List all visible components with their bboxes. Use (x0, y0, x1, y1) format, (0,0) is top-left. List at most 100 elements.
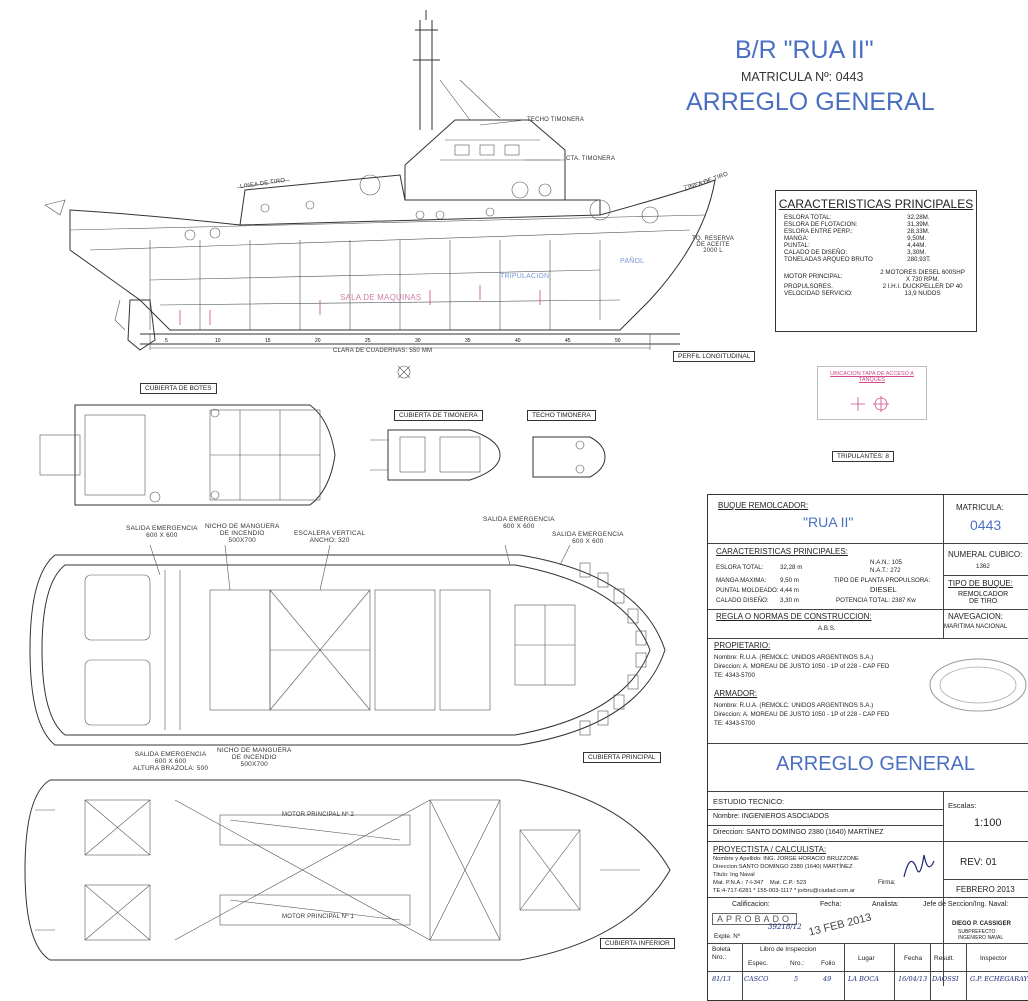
spec-row: MANGA:9,50M. (782, 235, 968, 242)
main-deck-plan (29, 545, 666, 746)
tb-nat: N.A.T.: 272 (870, 567, 901, 574)
drawing-title: ARREGLO GENERAL (686, 88, 935, 116)
spec-row: PROPULSORES. 2 I.H.I. DUCKPELLER DP 40 (782, 283, 968, 290)
spec-value: 13,9 NUDOS (904, 290, 941, 297)
registration-number: MATRICULA Nº: 0443 (741, 70, 864, 84)
tb-operator-label: ARMADOR: (714, 689, 758, 698)
tb-navigation: MARITIMA NACIONAL (944, 623, 1008, 630)
spec-row: PUNTAL:4,44M. (782, 242, 968, 249)
frame-number: 40 (515, 338, 521, 344)
tb-general-arrangement: ARREGLO GENERAL (776, 753, 975, 775)
tb-vessel-name: "RUA II" (803, 514, 854, 530)
tb-scales-label: Escalas: (948, 801, 977, 810)
tb-analyst-label: Analista: (872, 901, 899, 908)
tb-registration-label: MATRICULA: (956, 503, 1004, 512)
tb-approval-date-stamp: 13 FEB 2013 (807, 911, 873, 939)
lower-deck-plan (24, 779, 671, 961)
frame-spacing-label: CLARA DE CUADERNAS: 550 MM (333, 348, 433, 354)
main-characteristics-box: CARACTERISTICAS PRINCIPALES ESLORA TOTAL… (775, 190, 977, 332)
tb-row-receipt: 81/13 (712, 975, 731, 983)
tb-approved-stamp: APROBADO (712, 913, 798, 925)
frame-number: 20 (315, 338, 321, 344)
tb-section-chief-label: Jefe de Seccion/Ing. Naval: (923, 901, 1009, 908)
tb-vessel-type-label: BUQUE REMOLCADOR: (718, 501, 809, 510)
tb-revision: REV: 01 (960, 857, 997, 868)
spec-row: CALADO DE DISEÑO: 3,30M. (782, 249, 968, 256)
tb-inspection-book-label: Libro de Inspeccion (760, 946, 817, 953)
tb-place-label: Lugar (858, 955, 875, 962)
spec-row: ESLORA TOTAL: 32,28M. (782, 214, 968, 221)
fire-hose-2-label: NICHO DE MANGUERA DE INCENDIO 500X700 (217, 747, 292, 768)
spec-key: ESLORA TOTAL: (784, 214, 832, 221)
emergency-exit-3-label: SALIDA EMERGENCIA 600 X 600 (552, 531, 624, 545)
tb-designer: Nombre y Apellido: ING. JORGE HORACIO BR… (713, 856, 859, 894)
roof-wheelhouse-label: TECHO TIMONERA (527, 117, 585, 123)
frame-number: 10 (215, 338, 221, 344)
tb-file-number-label: Expte. Nº (714, 933, 740, 940)
tb-row-spec: CASCO (744, 975, 769, 983)
vertical-ladder-label: ESCALERA VERTICAL ANCHO: 320 (294, 530, 366, 544)
title-block: BUQUE REMOLCADOR: "RUA II" MATRICULA: 04… (707, 494, 1028, 1001)
tb-depth: PUNTAL MOLDEADO: (716, 587, 779, 594)
spec-value: 32,28M. (907, 214, 930, 221)
tb-vessel-kind: REMOLCADOR DE TIRO (958, 591, 1009, 605)
spec-value: 3,30M. (907, 249, 927, 256)
seal-stamp (929, 658, 1027, 712)
spec-value: 9,50M. (907, 235, 927, 242)
tb-signature-label: Firma: (878, 879, 896, 886)
tb-depth-value: 4,44 m (780, 587, 799, 594)
wheelhouse-deck-plan-label: CUBIERTA DE TIMONERA (394, 410, 483, 421)
oil-tank-label: TQ. RESERVA DE ACEITE 2000 L (692, 236, 734, 254)
tb-number-label: Nro.: (790, 960, 805, 967)
specs-table: ESLORA TOTAL: 32,28M. ESLORA DE FLOTACION… (782, 214, 968, 297)
main-deck-label: CUBIERTA PRINCIPAL (583, 752, 661, 763)
spec-key: ESLORA ENTRE PERP.: (784, 228, 853, 235)
tb-navigation-label: NAVEGACION: (948, 612, 1003, 621)
frame-number: 45 (565, 338, 571, 344)
tb-row-page: 49 (823, 975, 832, 983)
spec-key: MOTOR PRINCIPAL: (784, 272, 843, 280)
tb-approval-ref: 39218/12 (768, 923, 802, 931)
tb-owner: Nombre: R.U.A. (REMOLC. UNIDOS ARGENTINO… (714, 654, 890, 679)
spec-value: 280,93T. (907, 256, 931, 263)
frame-number: 50 (615, 338, 621, 344)
spec-row: MOTOR PRINCIPAL:2 MOTORES DIESEL 600SHP … (782, 263, 968, 283)
spec-value: 2 I.H.I. DUCKPELLER DP 40 (882, 283, 963, 290)
emergency-exit-2-label: SALIDA EMERGENCIA 600 X 600 (483, 516, 555, 530)
tank-access-label: UBICACION TAPA DE ACCESO A TANQUES (830, 371, 914, 383)
crew-space-label: TRIPULACION (500, 273, 550, 280)
tb-rating-label: Calificacion: (732, 901, 770, 908)
tb-result-label: Result. (934, 955, 955, 962)
spec-row: ESLORA DE FLOTACION:31,39M. (782, 221, 968, 228)
tb-inspector-label: Inspector (980, 955, 1007, 962)
boat-deck-label: CUBIERTA DE BOTES (140, 383, 217, 394)
spec-row: VELOCIDAD SERVICIO:13,9 NUDOS (782, 290, 968, 297)
tb-characteristics-label: CARACTERISTICAS PRINCIPALES: (716, 547, 848, 556)
tb-propulsion-label: TIPO DE PLANTA PROPULSORA: (834, 577, 931, 584)
tb-page-label: Folio (821, 960, 836, 967)
spec-key: CALADO DE DISEÑO: (784, 249, 847, 256)
upper-deck-plans (39, 404, 606, 506)
tb-rules: A.B.S. (818, 625, 836, 632)
tb-date: FEBRERO 2013 (956, 885, 1015, 894)
tb-signer-name: DIEGO P. CASSIGER (952, 921, 1011, 927)
wheelhouse-deck-label: CTA. TIMONERA (566, 156, 616, 162)
tb-designer-label: PROYECTISTA / CALCULISTA: (713, 845, 827, 854)
tb-owner-label: PROPIETARIO: (714, 641, 771, 650)
spec-value: 31,39M. (907, 221, 930, 228)
store-label: PAÑOL (620, 258, 645, 265)
tb-scale: 1:100 (974, 817, 1002, 829)
tb-registration-value: 0443 (970, 517, 1002, 533)
tb-vessel-kind-label: TIPO DE BUQUE: (948, 579, 1013, 588)
lower-deck-label: CUBIERTA INFERIOR (600, 938, 675, 949)
tb-rating-date-label: Fecha: (820, 901, 842, 908)
fire-hose-1-label: NICHO DE MANGUERA DE INCENDIO 500X700 (205, 523, 280, 544)
spec-key: PROPULSORES. (784, 283, 833, 290)
tb-cubic-numeral-label: NUMERAL CUBICO: (948, 550, 1023, 559)
tb-row-number: 5 (794, 975, 799, 983)
crew-count-label: TRIPULANTES: 8 (832, 451, 895, 462)
tb-nan: N.A.N.: 105 (870, 559, 902, 566)
wheelhouse-roof-plan-label: TECHO TIMONERA (527, 410, 596, 421)
